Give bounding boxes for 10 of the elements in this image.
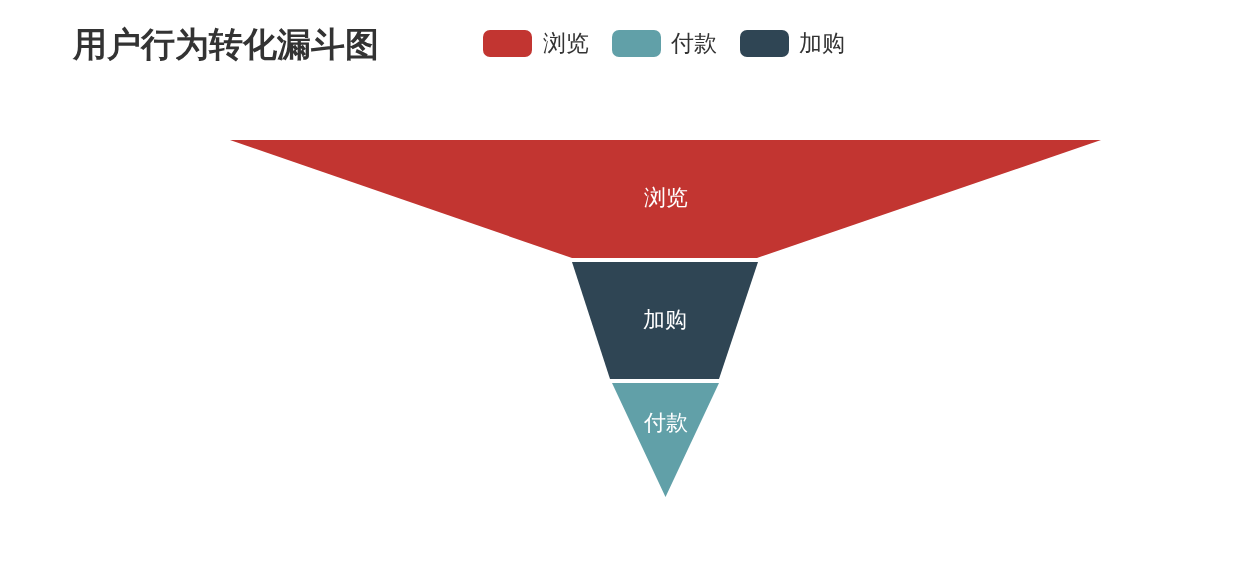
segment-label: 加购 [643,307,687,333]
legend-label: 付款 [671,29,717,57]
legend-label: 加购 [799,29,845,57]
legend-label: 浏览 [543,29,589,57]
funnel-segment [572,262,758,379]
funnel-segment [612,383,719,497]
segment-label: 浏览 [643,185,688,211]
segment-label: 付款 [643,410,688,436]
chart-title: 用户行为转化漏斗图 [73,24,379,64]
funnel-segment [230,140,1101,258]
